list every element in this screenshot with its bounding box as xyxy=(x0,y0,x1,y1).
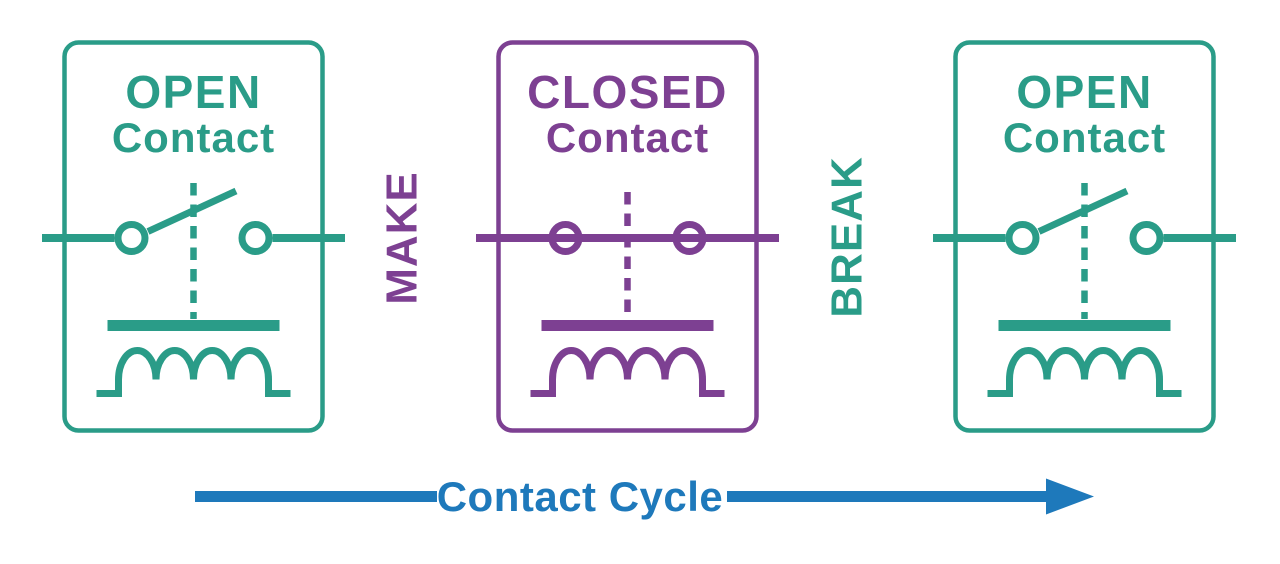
make-transition-label: MAKE xyxy=(378,171,427,305)
contact-terminal-right xyxy=(238,221,273,255)
box-state-label: CLOSED xyxy=(527,66,728,118)
coil-icon xyxy=(987,347,1182,397)
contact-terminal-right xyxy=(672,221,707,255)
open-contact-relay-icon xyxy=(933,183,1236,397)
contact-terminal-left xyxy=(548,221,583,255)
relay-box-open-1: OPEN Contact xyxy=(42,40,345,433)
contact-terminal-left xyxy=(1005,221,1040,255)
box-type-label: Contact xyxy=(112,114,275,161)
box-type-label: Contact xyxy=(1003,114,1166,161)
coil-icon xyxy=(530,347,725,397)
contact-terminal-left xyxy=(114,221,149,255)
box-state-label: OPEN xyxy=(125,66,261,118)
open-contact-relay-icon xyxy=(42,183,345,397)
box-state-label: OPEN xyxy=(1016,66,1152,118)
contact-cycle-axis: Contact Cycle xyxy=(195,473,1094,520)
contact-terminal-right xyxy=(1129,221,1164,255)
box-type-label: Contact xyxy=(546,114,709,161)
contact-cycle-label: Contact Cycle xyxy=(437,473,724,520)
relay-box-closed: CLOSED Contact xyxy=(476,40,779,433)
right-arrow-icon xyxy=(1046,478,1094,515)
closed-contact-relay-icon xyxy=(476,192,779,397)
break-transition-label: BREAK xyxy=(823,156,872,317)
coil-icon xyxy=(96,347,291,397)
relay-box-open-2: OPEN Contact xyxy=(933,40,1236,433)
